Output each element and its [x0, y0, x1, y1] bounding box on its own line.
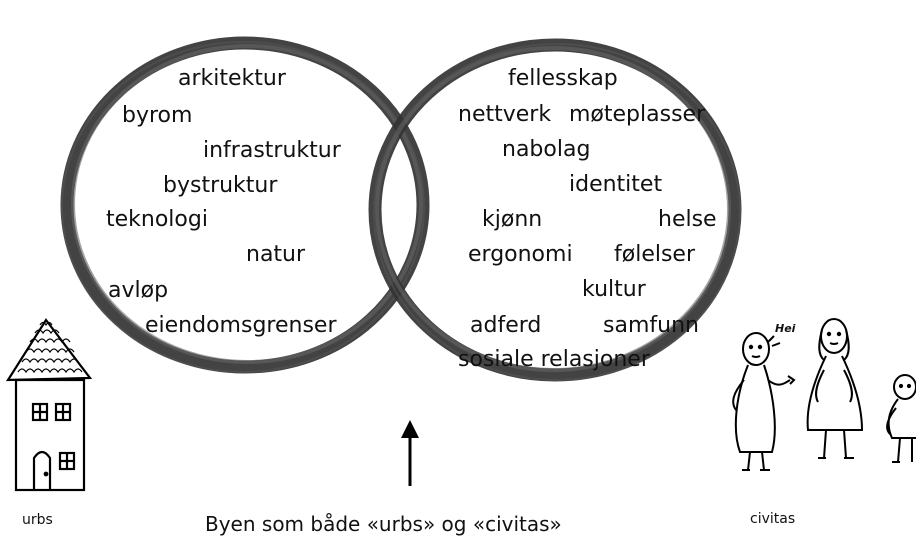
right-word-identitet: identitet: [569, 172, 663, 197]
right-word-samfunn: samfunn: [603, 313, 699, 338]
right-word-ergonomi: ergonomi: [468, 242, 573, 267]
left-word-infrastruktur: infrastruktur: [203, 138, 341, 163]
left-word-natur: natur: [246, 242, 306, 267]
right-word-kultur: kultur: [582, 277, 646, 302]
right-circle-ring: [368, 38, 742, 382]
left-word-eiendomsgrenser: eiendomsgrenser: [145, 313, 337, 338]
left-word-arkitektur: arkitektur: [178, 66, 286, 91]
right-word-nabolag: nabolag: [502, 137, 591, 162]
house-icon: [5, 318, 93, 492]
right-word-kjonn: kjønn: [482, 207, 543, 232]
left-word-teknologi: teknologi: [106, 207, 208, 232]
diagram-caption: Byen som både «urbs» og «civitas»: [205, 512, 562, 536]
left-circle-ring: [60, 36, 430, 374]
right-word-moteplasser: møteplasser: [569, 102, 706, 127]
right-word-folelser: følelser: [614, 242, 696, 267]
right-word-adferd: adferd: [470, 313, 542, 338]
right-word-fellesskap: fellesskap: [508, 66, 618, 91]
left-word-bystruktur: bystruktur: [163, 173, 278, 198]
right-word-sosiale-relasjoner: sosiale relasjoner: [458, 347, 650, 372]
speech-text: Hei: [775, 322, 796, 335]
arrow-up-icon: [401, 420, 419, 486]
right-word-nettverk: nettverk: [458, 102, 552, 127]
right-word-helse: helse: [658, 207, 717, 232]
left-word-avlop: avløp: [108, 278, 169, 303]
left-word-byrom: byrom: [122, 103, 193, 128]
label-civitas: civitas: [750, 511, 796, 527]
label-urbs: urbs: [22, 512, 53, 528]
people-icon: [732, 318, 916, 471]
